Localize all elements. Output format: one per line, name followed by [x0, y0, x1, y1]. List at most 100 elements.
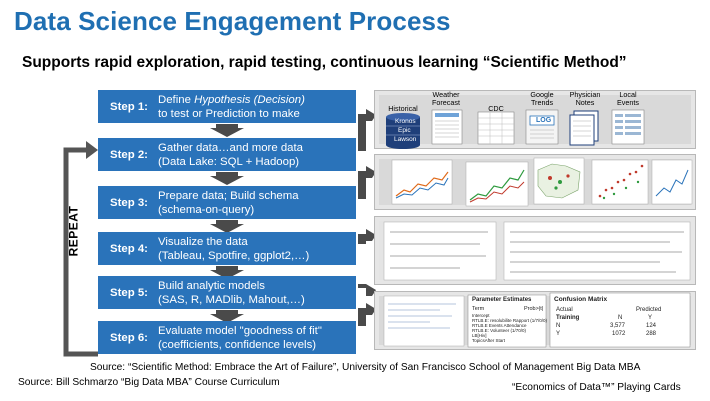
step-description: Build analytic models (SAS, R, MADlib, M…	[148, 279, 356, 307]
param-row: Intercept	[472, 313, 490, 318]
repeat-loop-path	[63, 147, 98, 357]
conf-cell: 3,577	[610, 323, 626, 329]
conf-cell: 124	[646, 323, 657, 329]
down-arrow-icon	[210, 266, 244, 279]
course-citation: Source: Bill Schmarzo “Big Data MBA” Cou…	[18, 377, 280, 388]
down-arrow-icon	[210, 172, 244, 185]
parameter-estimates-box	[467, 294, 547, 348]
step-3: Step 3: Prepare data; Build schema (sche…	[98, 186, 356, 219]
connector-arrow-icon	[358, 109, 376, 151]
conf-predicted-label: Predicted	[636, 307, 662, 313]
down-arrow-icon	[210, 220, 244, 233]
step-description: Define Hypothesis (Decision) to test or …	[148, 93, 356, 121]
step-description: Visualize the data (Tableau, Spotfire, g…	[148, 235, 356, 263]
scatter-thumbnail	[591, 159, 649, 205]
param-row: RTLB.E: Volunteer (1/70/0)	[472, 328, 526, 333]
conf-cell: 1072	[612, 331, 626, 337]
trend-chart-thumbnail-1	[391, 159, 453, 205]
cdc-spreadsheet-icon	[477, 111, 515, 145]
step-text: (coefficients, confidence levels)	[158, 338, 317, 351]
param-col-prob: Prob>|t|	[524, 306, 544, 312]
playing-cards-credit: “Economics of Data™” Playing Cards	[512, 382, 681, 393]
step-text: Build analytic models	[158, 279, 265, 292]
connector-arrow-icon	[358, 166, 376, 199]
db-label-kronos: Kronos	[395, 118, 416, 125]
step-text: to test or Prediction to make	[158, 107, 300, 120]
map-thumbnail	[533, 157, 585, 205]
step-6: Step 6: Evaluate model "goodness of fit"…	[98, 321, 356, 354]
step-text: Evaluate model "goodness of fit"	[158, 324, 322, 337]
connector-arrow-group	[358, 109, 376, 326]
step-text: (Data Lake: SQL + Hadoop)	[158, 155, 300, 168]
conf-actual-label: Actual	[556, 307, 573, 313]
weather-document-icon	[431, 109, 463, 145]
code-output-thumbnail	[383, 295, 465, 347]
step-number: Step 6:	[110, 331, 148, 344]
conf-training-label: Training	[556, 315, 580, 321]
param-row: RTLB.E: resolubilite Rapport (1/7/0/0)	[472, 318, 547, 323]
database-icon	[386, 113, 420, 149]
step-5: Step 5: Build analytic models (SAS, R, M…	[98, 276, 356, 309]
step-text: (Tableau, Spotfire, ggplot2,…)	[158, 249, 310, 262]
page-subtitle: Supports rapid exploration, rapid testin…	[22, 54, 627, 71]
conf-col-n: N	[618, 315, 623, 321]
page-title: Data Science Engagement Process	[14, 6, 451, 36]
connector-arrow-icon	[358, 284, 376, 296]
conf-col-y: Y	[648, 315, 653, 321]
log-file-icon	[525, 109, 559, 145]
step-text: Define	[158, 93, 195, 106]
step-text: Gather data…and more data	[158, 141, 304, 154]
param-row: TopicsAfter Start	[472, 338, 506, 343]
down-arrow-icon	[210, 124, 244, 137]
param-row: RTLB.E Events Attendance	[472, 323, 527, 328]
step-text: Prepare data; Build schema	[158, 189, 299, 202]
step-number: Step 2:	[110, 148, 148, 161]
step-number: Step 5:	[110, 286, 148, 299]
step-text: (SAS, R, MADlib, Mahout,…)	[158, 293, 305, 306]
confusion-matrix-box	[549, 292, 691, 348]
physician-notes-icon	[569, 110, 599, 146]
connector-arrow-icon	[358, 229, 376, 244]
source-label-cdc: CDC	[488, 104, 504, 113]
conf-row-label: Y	[556, 331, 561, 337]
confusion-matrix-title: Confusion Matrix	[554, 296, 608, 303]
conf-row-label: N	[556, 323, 561, 329]
step-number: Step 1:	[110, 100, 148, 113]
db-label-epic: Epic	[398, 127, 411, 134]
trend-chart-thumbnail-2	[465, 161, 529, 207]
step-1: Step 1: Define Hypothesis (Decision) to …	[98, 90, 356, 123]
repeat-arrowhead	[86, 141, 98, 159]
hypothesis-text: Hypothesis (Decision)	[194, 93, 305, 106]
source-label-historical: Historical	[388, 104, 418, 113]
equation-block-1	[383, 221, 497, 281]
local-events-icon	[611, 109, 645, 145]
param-title: Parameter Estimates	[472, 297, 532, 303]
connector-arrow-icon	[358, 303, 376, 326]
source-citation: Source: “Scientific Method: Embrace the …	[90, 362, 641, 373]
step-number: Step 3:	[110, 196, 148, 209]
step-4: Step 4: Visualize the data (Tableau, Spo…	[98, 232, 356, 265]
log-label: LOG	[536, 117, 552, 124]
conf-cell: 288	[646, 331, 657, 337]
step-description: Evaluate model "goodness of fit" (coeffi…	[148, 324, 356, 352]
equation-block-2	[503, 221, 691, 281]
step-2: Step 2: Gather data…and more data (Data …	[98, 138, 356, 171]
param-col-term: Term	[472, 306, 485, 312]
step-description: Gather data…and more data (Data Lake: SQ…	[148, 141, 356, 169]
step-number: Step 4:	[110, 242, 148, 255]
step-description: Prepare data; Build schema (schema-on-qu…	[148, 189, 356, 217]
line-chart-thumbnail	[651, 159, 693, 205]
db-label-lawson: Lawson	[394, 136, 417, 143]
down-arrow-icon	[210, 310, 244, 323]
param-row: LB[Hiv]	[472, 333, 487, 338]
